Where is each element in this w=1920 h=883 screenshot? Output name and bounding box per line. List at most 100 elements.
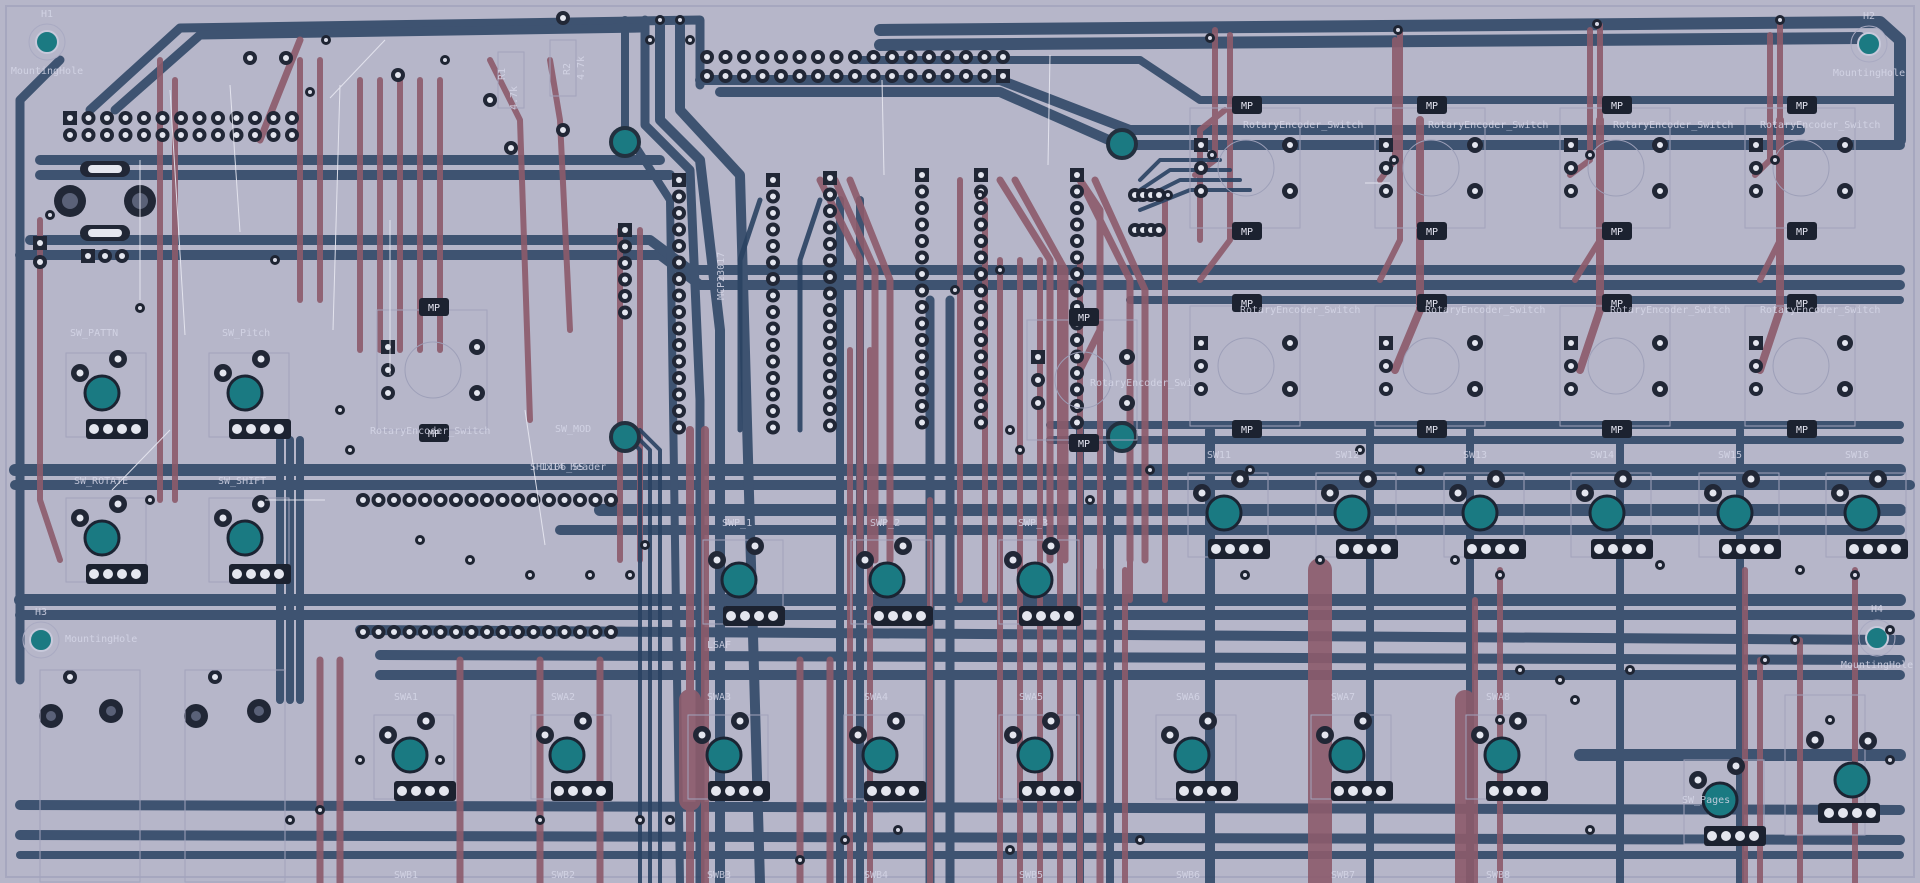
label-swb8: SWB8 [1486,870,1510,881]
label-swa7: SWA7 [1331,692,1355,703]
via-drill [1628,668,1632,672]
pin-pad [118,128,133,142]
via-drill [953,288,957,292]
pin-pad [464,625,479,639]
via-drill [1418,468,1422,472]
via-drill [1558,678,1562,682]
pin-pad [495,493,510,507]
audio-jacks [39,669,286,883]
via-drill [1498,573,1502,577]
via-drill [438,758,442,762]
mh3-value: MountingHole [65,634,137,645]
pin-pad [1152,223,1166,237]
pin-pad [81,111,96,125]
label-rotary-switch: RotaryEncoder_Switch [370,426,490,437]
pin-pad [174,111,188,125]
pin-pad [1070,415,1084,430]
via-drill [1763,658,1767,662]
via-drill [1498,718,1502,722]
label-swa2: SWA2 [551,692,575,703]
pin-pad [672,206,686,220]
via-drill [1853,573,1857,577]
via-drill [1018,448,1022,452]
pin-pad [192,128,207,142]
via-drill [48,213,52,217]
via-drill [798,858,802,862]
via-drill [1573,698,1577,702]
label-mcp: MCP23017 [716,252,727,300]
via-drill [1588,153,1592,157]
via-drill [358,758,362,762]
via-drill [324,38,328,42]
via-drill [1008,428,1012,432]
pin-pad [557,625,572,639]
label-rotary-top-3: RotaryEncoder_Switch [1613,120,1733,131]
pin-pad [672,239,686,253]
pin-pad [211,128,225,142]
pin-pad [672,321,686,336]
via-drill [688,38,692,42]
pin-pad [618,256,632,270]
pin-pad [974,366,988,380]
via-drill [1008,848,1012,852]
pin-pad [823,402,837,416]
via-drill [288,818,292,822]
pin-pad [823,286,837,301]
pin-pad [823,352,837,367]
pin-pad [588,493,603,507]
ratsnest [111,39,1390,546]
label-swb6: SWB6 [1176,870,1200,881]
pin-pad [464,493,479,507]
pin-pad [829,50,844,64]
pin-pad [974,201,988,215]
via-drill [468,558,472,562]
label-swb7: SWB7 [1331,870,1355,881]
via-drill [896,828,900,832]
pin-pad [915,283,929,298]
pin-pad [618,305,632,320]
pin-pad [449,493,463,507]
pin-pad [700,50,714,64]
pin-pad [248,111,262,125]
label-sw14: SW14 [1590,450,1614,461]
label-swb4: SWB4 [864,870,888,881]
pin-pad [922,69,936,83]
pin-pad [285,128,299,142]
via-drill [648,38,652,42]
pin-pad [511,493,525,507]
pin-pad [766,239,780,253]
pin-pad [766,387,780,402]
via-drill [1243,573,1247,577]
pin-pad [672,338,686,352]
pin-pad [433,625,448,639]
label-rotary-mid-3: RotaryEncoder_Switch [1610,305,1730,316]
pin-pad [672,222,686,237]
pin-pad [371,493,386,507]
label-sw-pages: SW_Pages [1682,795,1730,806]
pin-pad [718,50,733,64]
via-drill [1888,758,1892,762]
pin-pad [371,625,386,639]
pin-pad [766,272,780,286]
pin-pad [974,250,988,265]
pin-pad [823,270,837,284]
pin-pad [866,50,881,64]
pin-pad [1070,267,1084,281]
pin-pad [174,128,188,142]
via-drill [1208,36,1212,40]
pin-pad [915,217,929,232]
pin-pad [922,50,936,64]
label-sw16: SW16 [1845,450,1869,461]
via-drill [1798,568,1802,572]
pin-pad [672,255,686,270]
pin-pad [823,369,837,383]
r1-ref: R1 [497,68,508,80]
pin-pad [755,69,770,83]
label-sw11: SW11 [1207,450,1231,461]
pin-pad [885,69,899,83]
pin-pad [766,173,780,187]
pin-pad [996,69,1010,83]
mh4-value: MountingHole [1841,660,1913,671]
pin-pad [542,625,556,639]
